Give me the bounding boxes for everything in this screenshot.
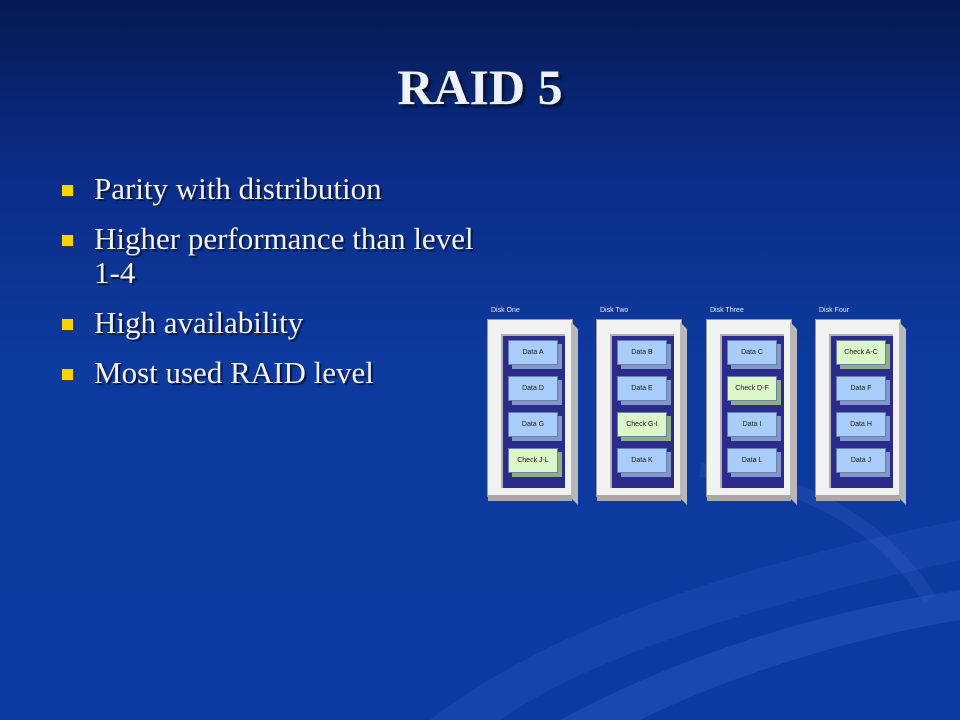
- disk-label: Disk Three: [710, 307, 744, 314]
- data-block: Data H: [836, 412, 886, 437]
- data-block: Data K: [617, 448, 667, 473]
- parity-block: Check G-I: [617, 412, 667, 437]
- bullet-text: Most used RAID level: [94, 355, 374, 390]
- data-block: Data L: [727, 448, 777, 473]
- bullet-item: Higher performance than level 1-4: [60, 222, 480, 290]
- bullet-text: Parity with distribution: [94, 171, 382, 206]
- data-block: Data D: [508, 376, 558, 401]
- disk-cabinet-side: [680, 322, 687, 505]
- data-block: Data F: [836, 376, 886, 401]
- data-block: Data B: [617, 340, 667, 365]
- data-block: Data J: [836, 448, 886, 473]
- parity-block: Check D-F: [727, 376, 777, 401]
- parity-block: Check J-L: [508, 448, 558, 473]
- data-block: Data A: [508, 340, 558, 365]
- disk-cabinet-side: [571, 322, 578, 505]
- disk-cabinet-bottom: [488, 495, 572, 501]
- disk-cabinet-bottom: [816, 495, 900, 501]
- disk-cabinet-side: [790, 322, 797, 505]
- disk-cabinet-bottom: [707, 495, 791, 501]
- disk-label: Disk One: [491, 307, 520, 314]
- slide-title: RAID 5: [397, 59, 563, 115]
- square-bullet-icon: [62, 369, 73, 380]
- bullet-item: Parity with distribution: [60, 172, 480, 206]
- bullet-text: Higher performance than level 1-4: [94, 221, 474, 290]
- disk-label: Disk Four: [819, 307, 849, 314]
- parity-block: Check A-C: [836, 340, 886, 365]
- square-bullet-icon: [62, 185, 73, 196]
- disk-label: Disk Two: [600, 307, 629, 314]
- square-bullet-icon: [62, 235, 73, 246]
- bullet-item: High availability: [60, 306, 480, 340]
- bullet-text: High availability: [94, 305, 304, 340]
- data-block: Data G: [508, 412, 558, 437]
- disk-cabinet-side: [899, 322, 906, 505]
- data-block: Data C: [727, 340, 777, 365]
- data-block: Data E: [617, 376, 667, 401]
- disk-cabinet-bottom: [597, 495, 681, 501]
- bullet-list: Parity with distribution Higher performa…: [60, 172, 480, 406]
- bullet-item: Most used RAID level: [60, 356, 480, 390]
- square-bullet-icon: [62, 319, 73, 330]
- data-block: Data I: [727, 412, 777, 437]
